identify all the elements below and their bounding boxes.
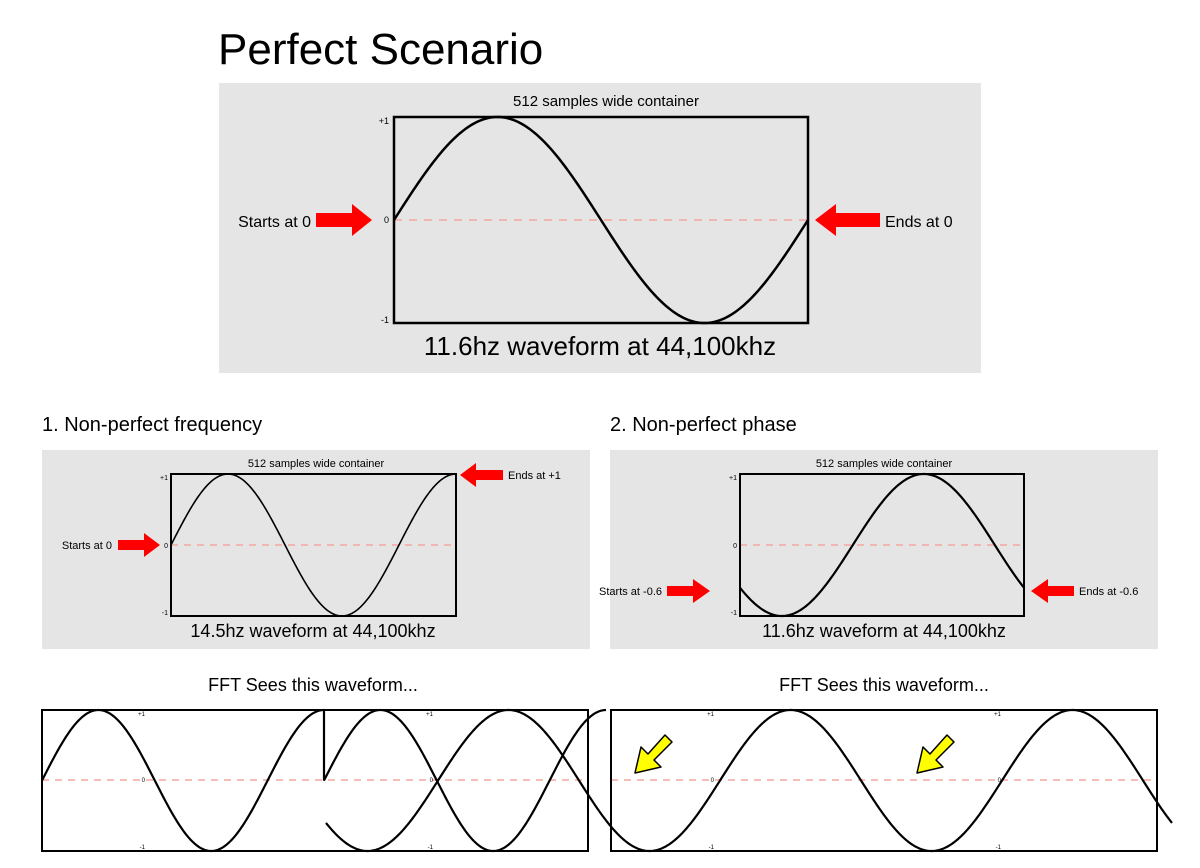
perfect-start-arrow-icon <box>316 204 372 236</box>
frequency-container-label: 512 samples wide container <box>248 458 385 470</box>
phase-fft-axis-bottom-label-2: -1 <box>996 845 1002 851</box>
phase-fft-plot: +1 0 -1 +1 0 -1 <box>325 708 1173 853</box>
phase-heading: 2. Non-perfect phase <box>610 414 797 436</box>
frequency-fft-waveform <box>41 708 607 853</box>
phase-fft-axis-top-label-1: +1 <box>707 712 715 718</box>
perfect-end-arrow-icon <box>815 204 880 236</box>
phase-axis-top-label: +1 <box>729 475 737 482</box>
frequency-caption: 14.5hz waveform at 44,100khz <box>190 621 435 641</box>
phase-axis-mid-label: 0 <box>733 543 737 550</box>
perfect-waveform <box>392 115 810 325</box>
frequency-start-label: Starts at 0 <box>62 540 112 552</box>
frequency-waveform <box>170 473 457 617</box>
frequency-container-frame <box>170 473 457 617</box>
phase-fft-axis-bottom-label-1: -1 <box>709 845 715 851</box>
phase-container-frame <box>739 473 1025 617</box>
phase-container-label: 512 samples wide container <box>816 458 953 470</box>
frequency-axis-top-label: +1 <box>160 475 168 482</box>
phase-fft-axis-mid-label-2: 0 <box>998 778 1002 784</box>
phase-caption: 11.6hz waveform at 44,100khz <box>762 621 1006 641</box>
phase-start-label: Starts at -0.6 <box>599 586 662 598</box>
phase-fft-caption: FFT Sees this waveform... <box>779 675 989 695</box>
frequency-fft-axis-top-label-1: +1 <box>138 712 146 718</box>
phase-end-label: Ends at -0.6 <box>1079 586 1138 598</box>
frequency-end-label: Ends at +1 <box>508 470 561 482</box>
page-title: Perfect Scenario <box>218 25 543 74</box>
frequency-fft-axis-mid-label-2: 0 <box>430 778 434 784</box>
phase-end-arrow-icon <box>1031 579 1074 603</box>
perfect-caption: 11.6hz waveform at 44,100khz <box>424 331 776 361</box>
phase-start-arrow-icon <box>667 579 710 603</box>
frequency-fft-axis-bottom-label-1: -1 <box>140 845 146 851</box>
frequency-fft-plot: +1 0 -1 +1 0 -1 <box>41 708 607 853</box>
phase-fft-discontinuity-arrow-icon-1 <box>634 734 673 774</box>
perfect-start-label: Starts at 0 <box>238 214 311 231</box>
perfect-end-label: Ends at 0 <box>885 214 953 231</box>
frequency-fft-axis-mid-label-1: 0 <box>142 778 146 784</box>
phase-fft-discontinuity-arrow-icon-2 <box>916 734 955 774</box>
phase-fft-axis-top-label-2: +1 <box>994 712 1002 718</box>
perfect-container-label: 512 samples wide container <box>513 93 699 110</box>
frequency-fft-caption: FFT Sees this waveform... <box>208 675 418 695</box>
phase-fft-frame <box>610 709 1158 852</box>
frequency-heading: 1. Non-perfect frequency <box>42 414 262 436</box>
phase-panel-background <box>610 450 1158 649</box>
perfect-axis-bottom-label: -1 <box>381 315 389 325</box>
phase-axis-bottom-label: -1 <box>731 610 737 617</box>
perfect-panel: 512 samples wide container +1 0 -1 Start… <box>219 83 981 373</box>
perfect-axis-top-label: +1 <box>379 116 389 126</box>
phase-fft-axis-mid-label-1: 0 <box>711 778 715 784</box>
perfect-axis-mid-label: 0 <box>384 215 389 225</box>
frequency-axis-mid-label: 0 <box>164 543 168 550</box>
perfect-panel-background <box>219 83 981 373</box>
frequency-fft-axis-bottom-label-2: -1 <box>428 845 434 851</box>
frequency-end-arrow-icon <box>460 463 503 487</box>
frequency-panel: 512 samples wide container +1 0 -1 Start… <box>42 450 590 649</box>
frequency-fft-frame <box>41 709 589 852</box>
frequency-start-arrow-icon <box>118 533 160 557</box>
frequency-fft-axis-top-label-2: +1 <box>426 712 434 718</box>
phase-fft-waveform <box>325 708 1173 853</box>
frequency-axis-bottom-label: -1 <box>162 610 168 617</box>
phase-panel: 512 samples wide container +1 0 -1 Start… <box>599 450 1158 649</box>
perfect-container-frame <box>392 115 810 325</box>
